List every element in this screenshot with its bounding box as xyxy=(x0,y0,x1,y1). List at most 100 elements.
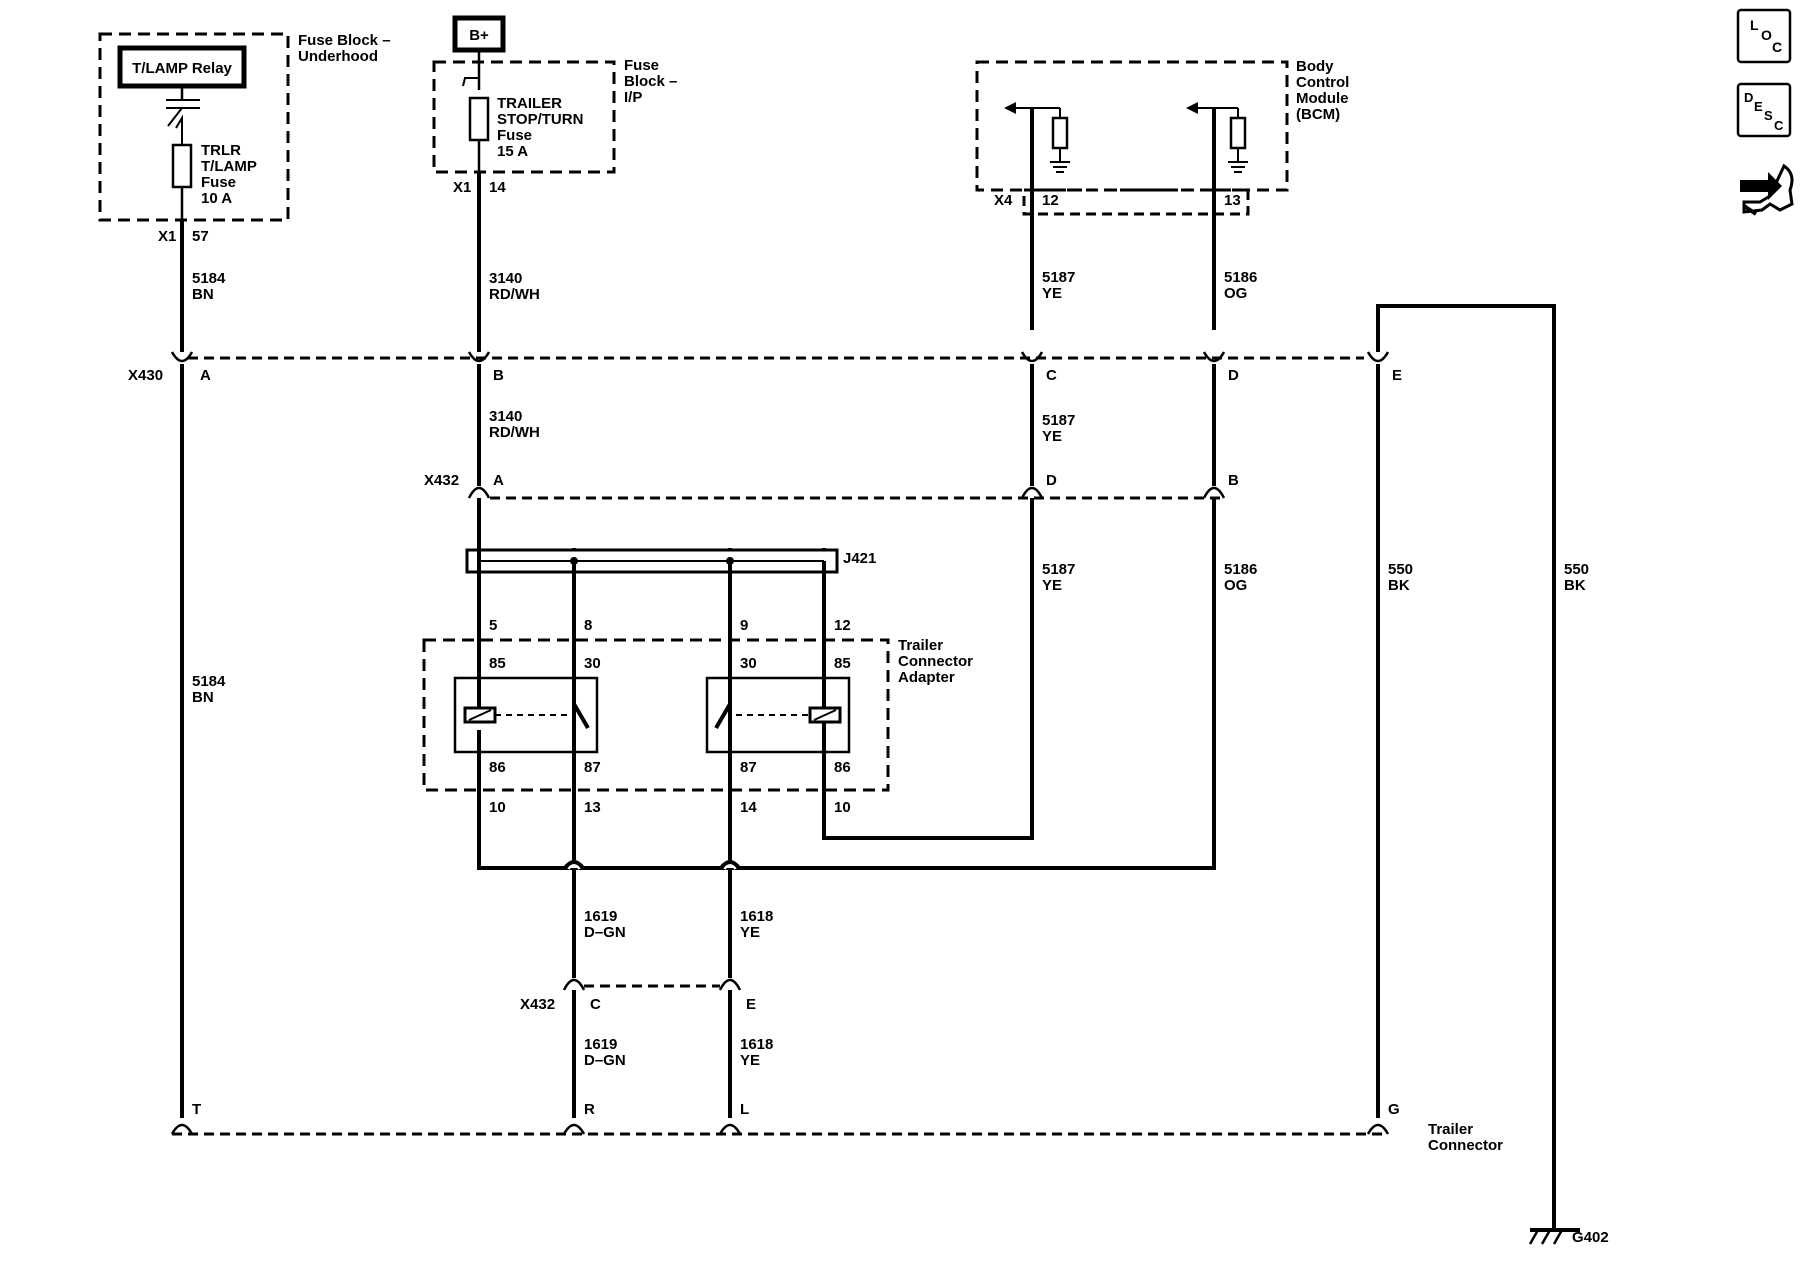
bcm-title-3: Module xyxy=(1296,90,1349,107)
ground-g402-label: G402 xyxy=(1572,1229,1609,1246)
wire-1618-color-low: YE xyxy=(740,1052,760,1069)
x430-label: X430 xyxy=(128,367,163,384)
wire-3140-color-mid: RD/WH xyxy=(489,424,540,441)
trailer-connector: T R L G Trailer Connector xyxy=(170,1101,1503,1154)
adapter-bottom-pin-13: 13 xyxy=(584,799,601,816)
wire-5187-number-low: 5187 xyxy=(1042,561,1075,578)
relay-1-term-85: 85 xyxy=(489,655,506,672)
wire-1618-number-low: 1618 xyxy=(740,1036,773,1053)
wire-5187-color-low: YE xyxy=(1042,577,1062,594)
splice-j421-label: J421 xyxy=(843,550,876,567)
adapter-top-pin-8: 8 xyxy=(584,617,592,634)
relay-2-term-30: 30 xyxy=(740,655,757,672)
ip-x1-pin-14: 14 xyxy=(489,179,506,196)
adapter-title-2: Connector xyxy=(898,653,973,670)
bcm-pin-13: 13 xyxy=(1224,192,1241,209)
fuse-label-4: 10 A xyxy=(201,190,232,207)
wire-5187-color-top: YE xyxy=(1042,285,1062,302)
connector-x432-lower: X432 C E xyxy=(520,978,756,1013)
location-icon[interactable]: L O C xyxy=(1736,8,1792,64)
relay-2-term-87: 87 xyxy=(740,759,757,776)
relay-2-term-85: 85 xyxy=(834,655,851,672)
ip-fuse-label-1: TRAILER xyxy=(497,95,562,112)
ip-fuse-label-3: Fuse xyxy=(497,127,532,144)
wire-5186-color-low: OG xyxy=(1224,577,1247,594)
wire-550-color-right: BK xyxy=(1564,577,1586,594)
body-control-module: Body Control Module (BCM) X4 12 13 xyxy=(975,58,1349,330)
relay-1-term-86: 86 xyxy=(489,759,506,776)
location-icon-letter-1: L xyxy=(1750,17,1759,33)
wire-5187-number-top: 5187 xyxy=(1042,269,1075,286)
relay-1-term-87: 87 xyxy=(584,759,601,776)
ground-icon xyxy=(1528,1229,1564,1245)
adapter-title-1: Trailer xyxy=(898,637,943,654)
adapter-bottom-pin-14: 14 xyxy=(740,799,757,816)
description-icon-letter-4: C xyxy=(1774,118,1784,133)
ground-g402: G402 xyxy=(1528,1228,1609,1246)
x432-upper-label: X432 xyxy=(424,472,459,489)
wire-550-color-left: BK xyxy=(1388,577,1410,594)
repair-icon[interactable] xyxy=(1740,163,1794,216)
wire-1618-color-top: YE xyxy=(740,924,760,941)
wire-5187-number-mid: 5187 xyxy=(1042,412,1075,429)
wire-3140-number-top: 3140 xyxy=(489,270,522,287)
wire-labels: 5184 BN 5184 BN 3140 RD/WH 3140 RD/WH 51… xyxy=(192,269,1589,1069)
x432-upper-pin-a: A xyxy=(493,472,504,489)
connector-x432-upper: X432 A D B xyxy=(424,472,1239,500)
x1-connector-label: X1 xyxy=(158,228,176,245)
description-icon-letter-2: E xyxy=(1754,99,1763,114)
x430-pin-e: E xyxy=(1392,367,1402,384)
trailer-pin-r: R xyxy=(584,1101,595,1118)
adapter-top-pin-12: 12 xyxy=(834,617,851,634)
trailer-pin-l: L xyxy=(740,1101,749,1118)
bcm-title-1: Body xyxy=(1296,58,1334,75)
wire-5186-color-top: OG xyxy=(1224,285,1247,302)
wire-1618-number-top: 1618 xyxy=(740,908,773,925)
description-icon-letter-1: D xyxy=(1744,90,1753,105)
adapter-bottom-pin-10b: 10 xyxy=(834,799,851,816)
bcm-ground-2-icon xyxy=(1228,148,1248,173)
b-plus-label: B+ xyxy=(469,27,489,44)
fuse-label-3: Fuse xyxy=(201,174,236,191)
bcm-title-4: (BCM) xyxy=(1296,106,1340,123)
x430-pin-a: A xyxy=(200,367,211,384)
relay-2 xyxy=(705,676,851,754)
fuse-block-ip-title-2: Block – xyxy=(624,73,677,90)
location-icon-letter-2: O xyxy=(1761,27,1772,43)
bcm-x4-label: X4 xyxy=(994,192,1013,209)
wire-3140-color-top: RD/WH xyxy=(489,286,540,303)
fuse-block-underhood-title-2: Underhood xyxy=(298,48,378,65)
adapter-title-3: Adapter xyxy=(898,669,955,686)
splice-j421: J421 xyxy=(465,548,876,652)
fuse-block-ip-title-3: I/P xyxy=(624,89,642,106)
wire-1619-color-top: D–GN xyxy=(584,924,626,941)
bcm-title-2: Control xyxy=(1296,74,1349,91)
description-icon-letter-3: S xyxy=(1764,108,1773,123)
connector-x430: X430 A B C D E xyxy=(128,351,1402,384)
fuse-label-1: TRLR xyxy=(201,142,241,159)
adapter-top-pin-9: 9 xyxy=(740,617,748,634)
wire-550-number-left: 550 xyxy=(1388,561,1413,578)
trailer-connector-title-2: Connector xyxy=(1428,1137,1503,1154)
fuse-block-ip: TRAILER STOP/TURN Fuse 15 A Fuse Block –… xyxy=(432,50,677,196)
wire-1619-color-low: D–GN xyxy=(584,1052,626,1069)
ip-x1-connector-label: X1 xyxy=(453,179,471,196)
wire-1619-number-low: 1619 xyxy=(584,1036,617,1053)
x430-pin-c: C xyxy=(1046,367,1057,384)
description-icon[interactable]: D E S C xyxy=(1736,82,1792,138)
trailer-connector-title-1: Trailer xyxy=(1428,1121,1473,1138)
wire-5184-number-top: 5184 xyxy=(192,270,226,287)
wire-5186-number-top: 5186 xyxy=(1224,269,1257,286)
wire-5184-color-top: BN xyxy=(192,286,214,303)
x432-lower-pin-e: E xyxy=(746,996,756,1013)
x432-upper-pin-d: D xyxy=(1046,472,1057,489)
trlr-tlamp-fuse-icon xyxy=(171,143,193,189)
trailer-pin-t: T xyxy=(192,1101,201,1118)
bcm-ground-1-icon xyxy=(1050,148,1070,173)
fuse-block-underhood-title-1: Fuse Block – xyxy=(298,32,391,49)
trailer-pin-g: G xyxy=(1388,1101,1400,1118)
bcm-pin-12: 12 xyxy=(1042,192,1059,209)
relay-1 xyxy=(453,676,599,754)
wire-5187-color-mid: YE xyxy=(1042,428,1062,445)
